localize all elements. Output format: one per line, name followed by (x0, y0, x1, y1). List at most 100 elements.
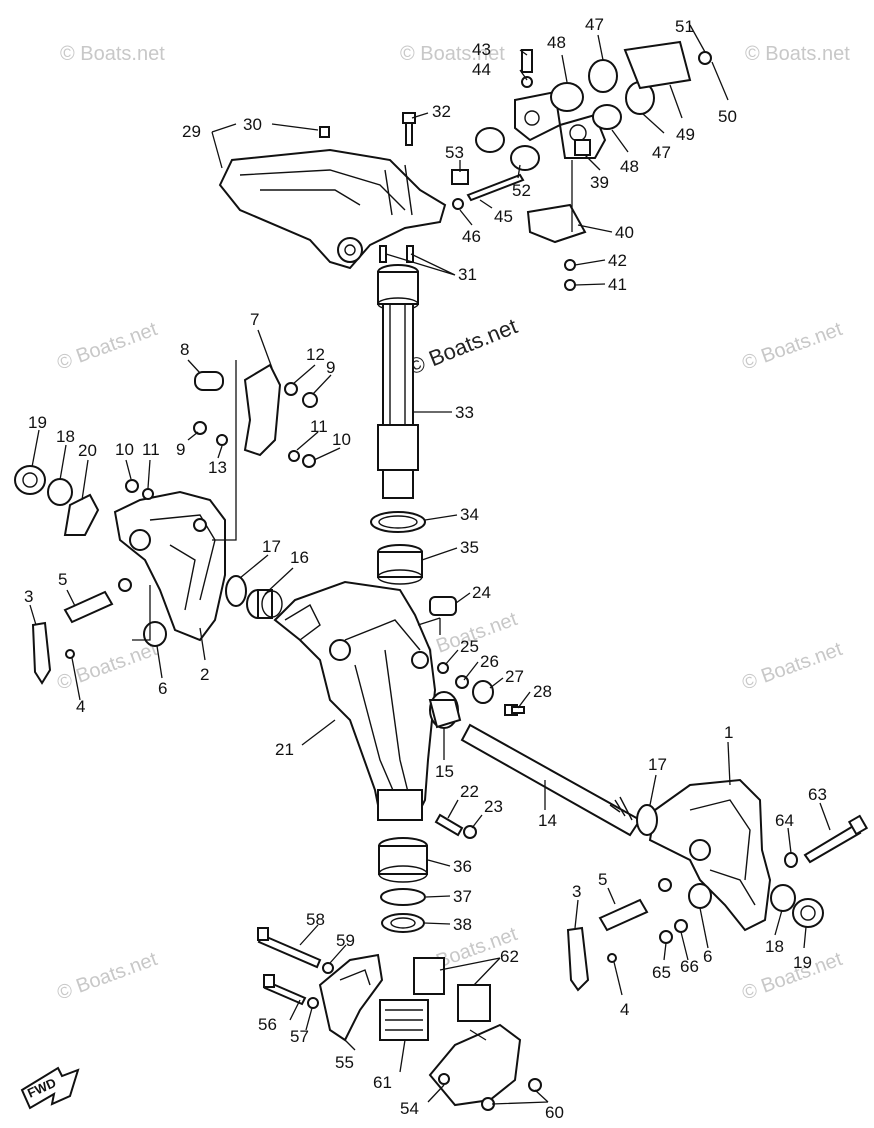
callout-62: 62 (500, 947, 519, 966)
callout-5: 5 (598, 870, 607, 889)
callout-48: 48 (620, 157, 639, 176)
tilt-shaft (460, 723, 642, 837)
bush-19-right (792, 898, 824, 928)
nut-10-right (302, 454, 316, 468)
callout-6: 6 (158, 679, 167, 698)
washer-66 (674, 919, 688, 933)
callout-63: 63 (808, 785, 827, 804)
callout-45: 45 (494, 207, 513, 226)
steering-bracket (218, 148, 447, 270)
callout-11: 11 (142, 440, 160, 459)
bolt-9-side (193, 421, 207, 435)
clamp-bracket-right (648, 778, 772, 932)
callout-17: 17 (648, 755, 667, 774)
bush-8 (194, 371, 224, 391)
callout-7: 7 (250, 310, 259, 329)
watermark: © Boats.net (60, 43, 165, 65)
pin-31 (379, 245, 387, 263)
watermark-center: © Boats.net (405, 313, 521, 379)
bolt-63 (803, 814, 869, 864)
callout-18: 18 (765, 937, 784, 956)
rubber-6-left (143, 621, 167, 647)
callout-36: 36 (453, 857, 472, 876)
watermark: © Boats.net (739, 318, 845, 375)
watermark: © Boats.net (739, 638, 845, 695)
callout-43: 43 (472, 40, 491, 59)
callout-4: 4 (620, 1000, 629, 1019)
callout-21: 21 (275, 740, 294, 759)
callout-47: 47 (652, 143, 671, 162)
nut-65 (659, 930, 673, 944)
callout-66: 66 (680, 957, 699, 976)
steering-friction-group (451, 40, 712, 291)
callout-8: 8 (180, 340, 189, 359)
stud-5-left (63, 590, 114, 624)
bush-15 (428, 691, 462, 729)
washer-11-left (142, 488, 154, 500)
callout-13: 13 (208, 458, 227, 477)
callout-57: 57 (290, 1027, 309, 1046)
callout-4: 4 (76, 697, 85, 716)
washer-59 (322, 962, 334, 974)
bolt-58 (257, 927, 322, 969)
callout-37: 37 (453, 887, 472, 906)
plate-7 (243, 363, 282, 457)
parts: FWD (14, 40, 869, 1111)
callout-54: 54 (400, 1099, 419, 1118)
steering-shaft (377, 264, 419, 499)
callout-15: 15 (435, 762, 454, 781)
callout-12: 12 (306, 345, 325, 364)
callout-41: 41 (608, 275, 627, 294)
nut-10-left (125, 479, 139, 493)
callout-53: 53 (445, 143, 464, 162)
callout-labels: 1 2 3 3 4 4 5 5 6 6 7 8 9 9 10 10 11 11 … (24, 15, 827, 1122)
callout-47: 47 (585, 15, 604, 34)
callout-10: 10 (332, 430, 351, 449)
callout-50: 50 (718, 107, 737, 126)
washer-17 (636, 804, 658, 836)
washer-38 (381, 913, 425, 933)
callout-19: 19 (28, 413, 47, 432)
watermark: © Boats.net (54, 638, 160, 695)
callout-56: 56 (258, 1015, 277, 1034)
callout-25: 25 (460, 637, 479, 656)
callout-10: 10 (115, 440, 134, 459)
bolt-22 (434, 813, 464, 837)
leader-lines (29, 24, 831, 1105)
callout-28: 28 (533, 682, 552, 701)
callout-1: 1 (724, 723, 733, 742)
callout-35: 35 (460, 538, 479, 557)
callout-38: 38 (453, 915, 472, 934)
callout-9: 9 (176, 440, 185, 459)
nut-18-left (47, 478, 73, 506)
watermark: © Boats.net (54, 948, 160, 1005)
callout-23: 23 (484, 797, 503, 816)
nut-23 (463, 825, 477, 839)
callout-5: 5 (58, 570, 67, 589)
callout-58: 58 (306, 910, 325, 929)
callout-48: 48 (547, 33, 566, 52)
callout-65: 65 (652, 963, 671, 982)
callout-49: 49 (676, 125, 695, 144)
callout-61: 61 (373, 1073, 392, 1092)
callout-29: 29 (182, 122, 201, 141)
callout-64: 64 (775, 811, 794, 830)
bush-16 (246, 589, 283, 619)
callout-9: 9 (326, 358, 335, 377)
stud-5-right (598, 898, 649, 932)
callout-59: 59 (336, 931, 355, 950)
callout-18: 18 (56, 427, 75, 446)
callout-16: 16 (290, 548, 309, 567)
washer-64 (784, 852, 798, 868)
callout-42: 42 (608, 251, 627, 270)
callout-2: 2 (200, 665, 209, 684)
callout-52: 52 (512, 181, 531, 200)
callout-33: 33 (455, 403, 474, 422)
watermark: © Boats.net (400, 43, 505, 65)
plate-20 (63, 493, 100, 536)
cap-24 (429, 596, 457, 616)
watermark: © Boats.net (745, 43, 850, 65)
callout-44: 44 (472, 60, 491, 79)
callout-11: 11 (310, 417, 328, 436)
